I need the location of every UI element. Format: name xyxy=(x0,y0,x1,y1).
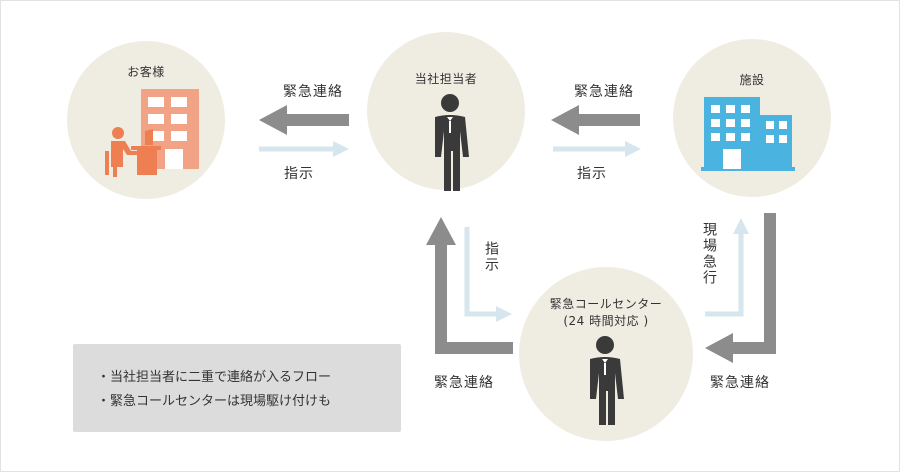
arrow-callcenter-to-manager xyxy=(426,217,513,354)
desk-worker-icon xyxy=(105,127,161,177)
label-facility-to-callcenter: 緊急連絡 xyxy=(710,375,770,391)
label-manager-to-customer: 緊急連絡 xyxy=(283,84,343,100)
note-item: 緊急コールセンターは現場駆け付けも xyxy=(97,390,331,414)
callcenter-title: 緊急コールセンター xyxy=(549,297,663,311)
label-manager-to-callcenter: 指示 xyxy=(483,241,499,273)
manager-businessman-icon xyxy=(435,94,469,191)
facility-title: 施設 xyxy=(739,73,765,87)
arrow-manager-to-customer xyxy=(259,105,349,135)
note-item: 当社担当者に二重で連絡が入るフロー xyxy=(97,366,331,390)
label-facility-to-manager: 緊急連絡 xyxy=(574,84,634,100)
note-list: 当社担当者に二重で連絡が入るフロー 緊急コールセンターは現場駆け付けも xyxy=(97,366,331,414)
arrow-callcenter-to-facility xyxy=(705,218,749,317)
label-customer-to-manager: 指示 xyxy=(284,166,314,182)
note-box: 当社担当者に二重で連絡が入るフロー 緊急コールセンターは現場駆け付けも xyxy=(73,344,401,432)
manager-title: 当社担当者 xyxy=(414,72,478,86)
label-callcenter-to-manager: 緊急連絡 xyxy=(434,375,494,391)
arrow-manager-to-callcenter xyxy=(464,227,512,322)
callcenter-circle xyxy=(519,267,693,441)
customer-building-icon xyxy=(141,89,199,169)
callcenter-subtitle: (24 時間対応 ) xyxy=(563,314,649,328)
customer-title: お客様 xyxy=(127,65,165,79)
label-callcenter-to-facility: 現場急行 xyxy=(701,222,717,286)
arrow-manager-to-facility xyxy=(553,141,641,157)
facility-building-icon xyxy=(701,97,795,171)
label-manager-to-facility: 指示 xyxy=(577,166,607,182)
arrow-customer-to-manager xyxy=(259,141,349,157)
arrow-facility-to-manager xyxy=(551,105,640,135)
arrow-facility-to-callcenter xyxy=(705,213,776,363)
callcenter-businessman-icon xyxy=(590,336,624,425)
